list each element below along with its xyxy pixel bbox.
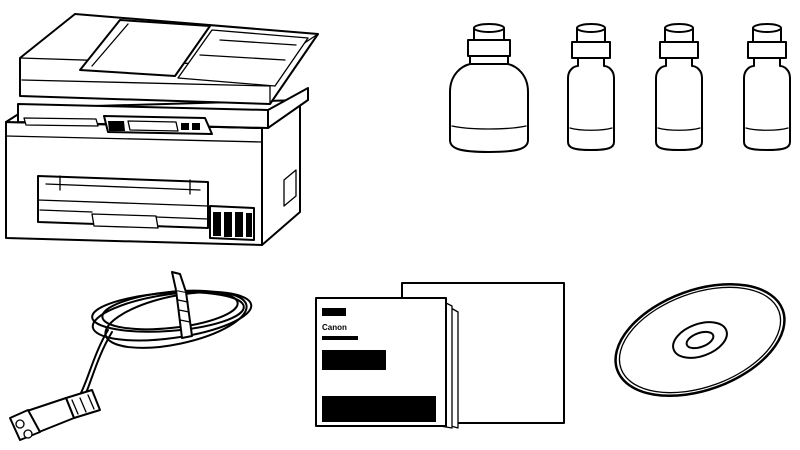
printer-icon [5,13,319,246]
ink-bottle-icon [567,23,615,151]
manual-brand-logo: Canon [322,323,347,332]
power-cord-icon [9,271,253,441]
ink-bottle-icon [449,23,529,153]
manuals-icon: Canon [315,282,565,429]
setup-cd-icon [614,282,786,398]
ink-bottle-icon [655,23,703,151]
ink-bottle-icon [743,23,791,151]
